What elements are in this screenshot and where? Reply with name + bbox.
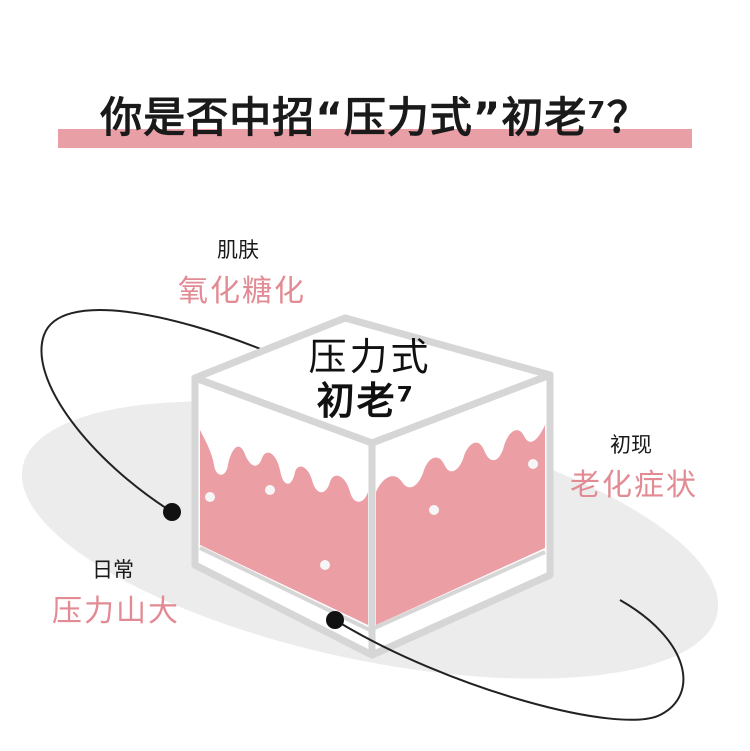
orbit-dot: [163, 503, 181, 521]
orbit-dot: [326, 611, 344, 629]
label-skin-big: 氧化糖化: [178, 274, 306, 309]
bubble: [320, 560, 330, 570]
orbit-ring-back: [40, 309, 269, 513]
label-daily-big: 压力山大: [52, 594, 180, 629]
orbit-ring-front: [334, 599, 685, 721]
cube-frame-edges: [191, 314, 554, 659]
label-daily-small: 日常: [92, 558, 134, 582]
title-banner: 你是否中招“压力式”初老⁷？: [0, 88, 750, 158]
cube-right-pink-layer: [376, 425, 545, 625]
title-underline-bar: [58, 129, 692, 148]
cube-body: [191, 314, 554, 659]
bubble: [528, 459, 538, 469]
bubble: [429, 505, 439, 515]
page-title: 你是否中招“压力式”初老⁷？: [100, 93, 650, 142]
bubble: [205, 492, 215, 502]
label-early-small: 初现: [610, 433, 652, 457]
cube-title-line1: 压力式: [308, 335, 432, 379]
cube-left-pink-layer: [200, 430, 368, 625]
cube-bottom-band: [199, 546, 546, 633]
label-early-big: 老化症状: [570, 468, 698, 503]
cube-title-line2: 初老⁷: [316, 379, 416, 423]
bubble: [265, 485, 275, 495]
label-skin-small: 肌肤: [217, 238, 259, 262]
